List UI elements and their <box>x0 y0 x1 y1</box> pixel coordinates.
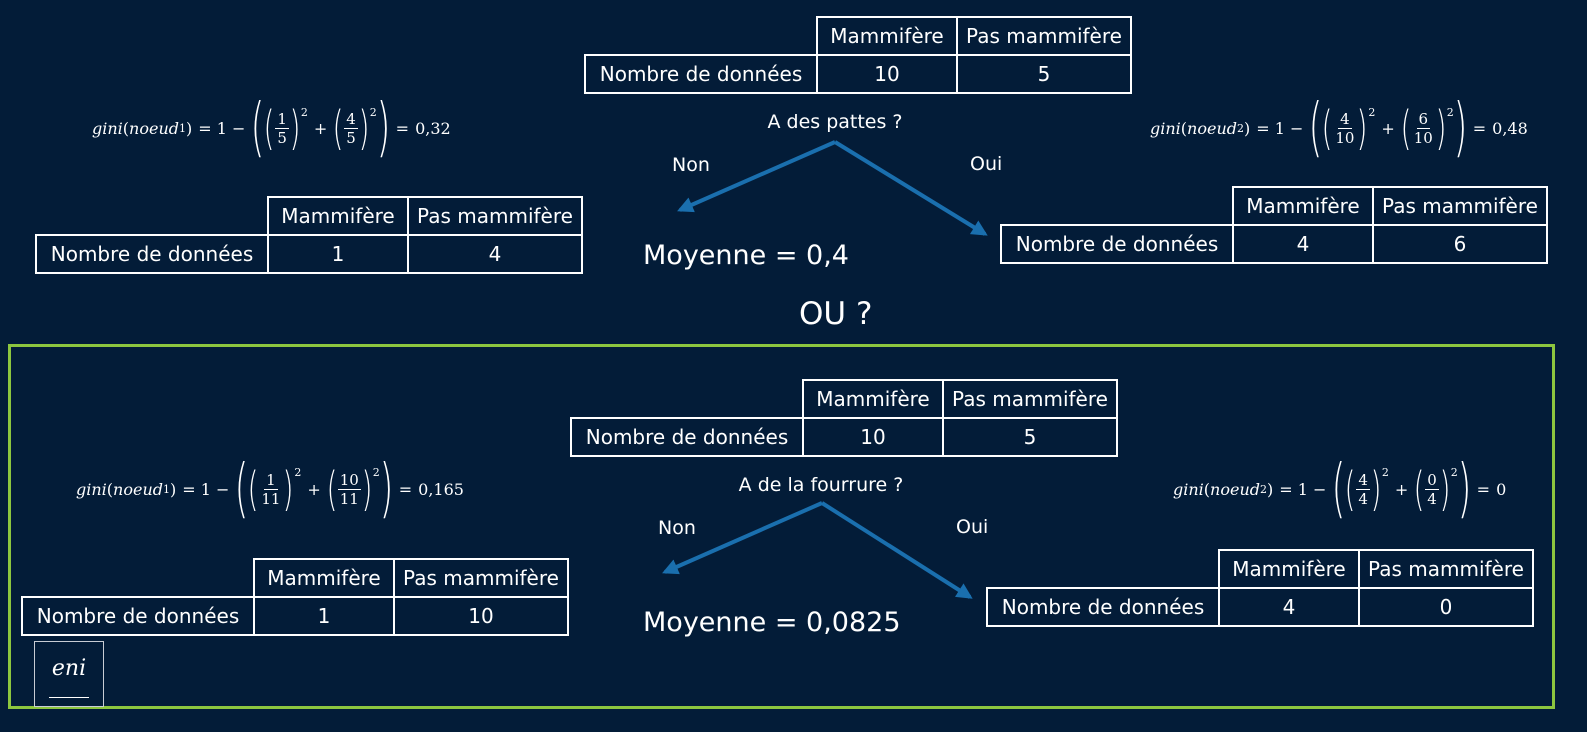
cell-mammifere: 1 <box>253 596 395 636</box>
cell-pas-mammifere: 5 <box>956 54 1132 94</box>
gini-result: 0,32 <box>415 118 451 138</box>
bottom-question: A de la fourrure ? <box>738 474 904 496</box>
top-question: A des pattes ? <box>767 111 903 133</box>
top-left-table: Mammifère Pas mammifère Nombre de donnée… <box>35 196 583 274</box>
gini-function: gini <box>76 479 107 499</box>
cell-mammifere: 4 <box>1218 587 1360 627</box>
gini-result: 0 <box>1496 479 1507 499</box>
top-split-arrows <box>677 140 988 236</box>
eni-logo-text: eni <box>51 656 87 681</box>
row-label-nombre-donnees: Nombre de données <box>35 234 269 274</box>
header-pas-mammifere: Pas mammifère <box>407 196 583 236</box>
separator-ou: OU ? <box>799 296 873 332</box>
header-mammifere: Mammifère <box>267 196 409 236</box>
bottom-arrow-non <box>662 501 823 575</box>
row-label-nombre-donnees: Nombre de données <box>570 417 804 457</box>
header-pas-mammifere: Pas mammifère <box>1372 186 1548 226</box>
bottom-moyenne: Moyenne = 0,0825 <box>643 607 901 638</box>
top-right-table: Mammifère Pas mammifère Nombre de donnée… <box>1000 186 1548 264</box>
gini-function: gini <box>92 118 123 138</box>
top-branch-non: Non <box>672 154 710 176</box>
header-pas-mammifere: Pas mammifère <box>956 16 1132 56</box>
header-mammifere: Mammifère <box>802 379 944 419</box>
cell-pas-mammifere: 6 <box>1372 224 1548 264</box>
top-branch-oui: Oui <box>970 153 1003 175</box>
header-pas-mammifere: Pas mammifère <box>393 558 569 598</box>
cell-mammifere: 1 <box>267 234 409 274</box>
row-label-nombre-donnees: Nombre de données <box>21 596 255 636</box>
header-mammifere: Mammifère <box>816 16 958 56</box>
cell-pas-mammifere: 4 <box>407 234 583 274</box>
bottom-right-table: Mammifère Pas mammifère Nombre de donnée… <box>986 549 1534 627</box>
gini-result: 0,165 <box>418 479 464 499</box>
cell-pas-mammifere: 0 <box>1358 587 1534 627</box>
top-arrow-oui <box>833 140 988 236</box>
gini-result: 0,48 <box>1492 118 1528 138</box>
cell-pas-mammifere: 10 <box>393 596 569 636</box>
cell-pas-mammifere: 5 <box>942 417 1118 457</box>
bottom-split-arrows <box>662 501 973 599</box>
cell-mammifere: 4 <box>1232 224 1374 264</box>
row-label-nombre-donnees: Nombre de données <box>584 54 818 94</box>
gini-function: gini <box>1173 479 1204 499</box>
header-pas-mammifere: Pas mammifère <box>1358 549 1534 589</box>
bottom-branch-oui: Oui <box>956 516 989 538</box>
gini-function: gini <box>1150 118 1181 138</box>
header-pas-mammifere: Pas mammifère <box>942 379 1118 419</box>
top-root-table: Mammifère Pas mammifère Nombre de donnée… <box>584 16 1132 94</box>
cell-mammifere: 10 <box>816 54 958 94</box>
top-arrow-non <box>677 140 836 213</box>
bottom-arrow-oui <box>820 501 973 599</box>
bottom-root-table: Mammifère Pas mammifère Nombre de donnée… <box>570 379 1118 457</box>
cell-mammifere: 10 <box>802 417 944 457</box>
header-mammifere: Mammifère <box>1218 549 1360 589</box>
row-label-nombre-donnees: Nombre de données <box>986 587 1220 627</box>
highlighted-best-split-box <box>8 344 1555 709</box>
top-moyenne: Moyenne = 0,4 <box>643 240 849 271</box>
header-mammifere: Mammifère <box>253 558 395 598</box>
row-label-nombre-donnees: Nombre de données <box>1000 224 1234 264</box>
bottom-left-table: Mammifère Pas mammifère Nombre de donnée… <box>21 558 569 636</box>
eni-logo: eni <box>34 641 104 707</box>
bottom-branch-non: Non <box>658 517 696 539</box>
header-mammifere: Mammifère <box>1232 186 1374 226</box>
